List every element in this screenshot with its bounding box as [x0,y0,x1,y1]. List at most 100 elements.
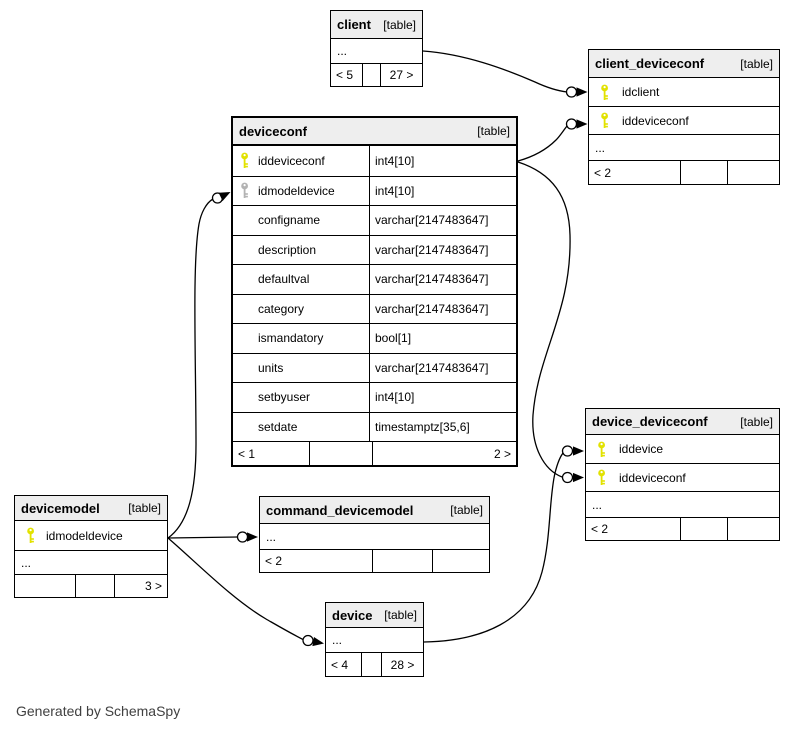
table-type-tag: [table] [128,501,161,515]
table-type-tag: [table] [383,17,416,32]
more-columns-row: ... [15,550,167,574]
footer-spacer-cell [680,518,728,540]
children-count-link[interactable]: < 2 [260,550,372,572]
table-name[interactable]: client_deviceconf [595,56,705,71]
table-header: device_deviceconf[table] [586,409,779,435]
footer-spacer-cell [362,64,381,86]
primary-key-icon [596,441,607,458]
column-type: varchar[2147483647] [375,360,489,375]
table-name[interactable]: device [332,607,373,623]
column-type: varchar[2147483647] [375,301,489,316]
footer-spacer-cell [372,550,433,572]
parents-count-link [433,550,489,572]
table-type-tag: [table] [450,503,483,517]
children-count-link[interactable]: < 1 [233,442,309,465]
parents-count-link[interactable]: 3 > [115,575,167,597]
arrowhead-icon [576,119,588,129]
column-name: ismandatory [258,331,324,346]
children-count-link[interactable]: < 5 [331,64,362,86]
cardinality-circle [565,86,578,98]
column-name: idmodeldevice [46,528,123,543]
table-devicemodel[interactable]: devicemodel [table] idmodeldevice... 3 > [14,495,168,598]
parents-count-link[interactable]: 2 > [373,442,516,465]
more-columns-row: ... [331,39,422,63]
edge-deviceconf-to-device_deviceconf [517,161,584,484]
column-name: configname [258,213,321,228]
table-header: deviceconf [table] [233,118,516,146]
table-footer: < 2 [589,160,779,184]
column-name: iddeviceconf [619,470,686,485]
more-columns-row: ... [589,134,779,160]
column-row-idclient: idclient [589,78,779,106]
cardinality-circle [561,445,574,457]
table-client[interactable]: client [table]... < 5 27 > [330,10,423,87]
column-name: setbyuser [258,390,311,405]
table-type-tag: [table] [477,124,510,138]
parents-count-link [728,518,779,540]
column-type: varchar[2147483647] [375,213,489,228]
table-name[interactable]: device_deviceconf [592,414,708,429]
parents-count-link[interactable]: 27 > [381,64,422,86]
column-row-defaultval: defaultval varchar[2147483647] [233,264,516,294]
footer-spacer-cell [309,442,373,465]
arrowhead-icon [218,192,231,201]
cardinality-circle [302,634,314,647]
ellipsis-label: ... [595,140,606,155]
ellipsis-label: ... [266,529,277,544]
column-name: idmodeldevice [258,183,335,198]
footer-count-label: 2 > [493,446,511,461]
column-name: idclient [622,85,660,99]
column-type: varchar[2147483647] [375,242,489,257]
table-client_deviceconf[interactable]: client_deviceconf [table] idclient iddevice… [588,49,780,185]
column-type: bool[1] [375,331,412,346]
edge-device-to-device_deviceconf [423,445,584,643]
footer-count-label: < 5 [336,68,354,82]
table-name[interactable]: client [337,17,371,32]
edge-deviceconf-to-client_deviceconf [517,118,588,162]
children-count-link[interactable]: < 2 [586,518,680,540]
more-columns-row: ... [586,491,779,517]
children-count-link[interactable]: < 4 [326,653,361,676]
column-type: int4[10] [375,390,415,405]
parents-count-link[interactable]: 28 > [382,653,423,676]
table-command_devicemodel[interactable]: command_devicemodel [table]... < 2 [259,496,490,573]
ellipsis-label: ... [337,44,348,58]
table-footer: < 2 [586,517,779,540]
primary-key-icon [25,527,36,544]
more-columns-row: ... [326,628,423,652]
table-footer: < 4 28 > [326,652,423,676]
table-name[interactable]: deviceconf [239,123,307,139]
cardinality-circle [565,118,578,130]
footer-count-label: 27 > [389,68,414,82]
column-name: units [258,360,284,375]
table-header: devicemodel [table] [15,496,167,521]
table-footer: < 1 2 > [233,441,516,465]
column-row-iddeviceconf: iddeviceconf [589,106,779,134]
footer-count-label: < 2 [265,554,283,568]
edge-devicemodel-to-deviceconf [167,192,231,539]
footer-count-label: < 2 [594,165,612,180]
table-header: command_devicemodel [table] [260,497,489,524]
arrowhead-icon [312,637,324,647]
ellipsis-label: ... [332,633,343,647]
column-name: defaultval [258,272,310,287]
arrowhead-icon [573,446,584,456]
arrowhead-icon [573,472,584,483]
footer-count-label: 3 > [144,579,162,593]
table-type-tag: [table] [740,56,773,71]
ellipsis-label: ... [592,497,603,512]
column-type: varchar[2147483647] [375,272,489,287]
children-count-link [15,575,75,597]
table-name[interactable]: devicemodel [21,500,100,516]
footer-count-label: < 2 [591,522,609,536]
table-name[interactable]: command_devicemodel [266,502,414,518]
children-count-link[interactable]: < 2 [589,161,680,184]
column-row-units: units varchar[2147483647] [233,352,516,382]
arrowhead-icon [247,532,258,542]
